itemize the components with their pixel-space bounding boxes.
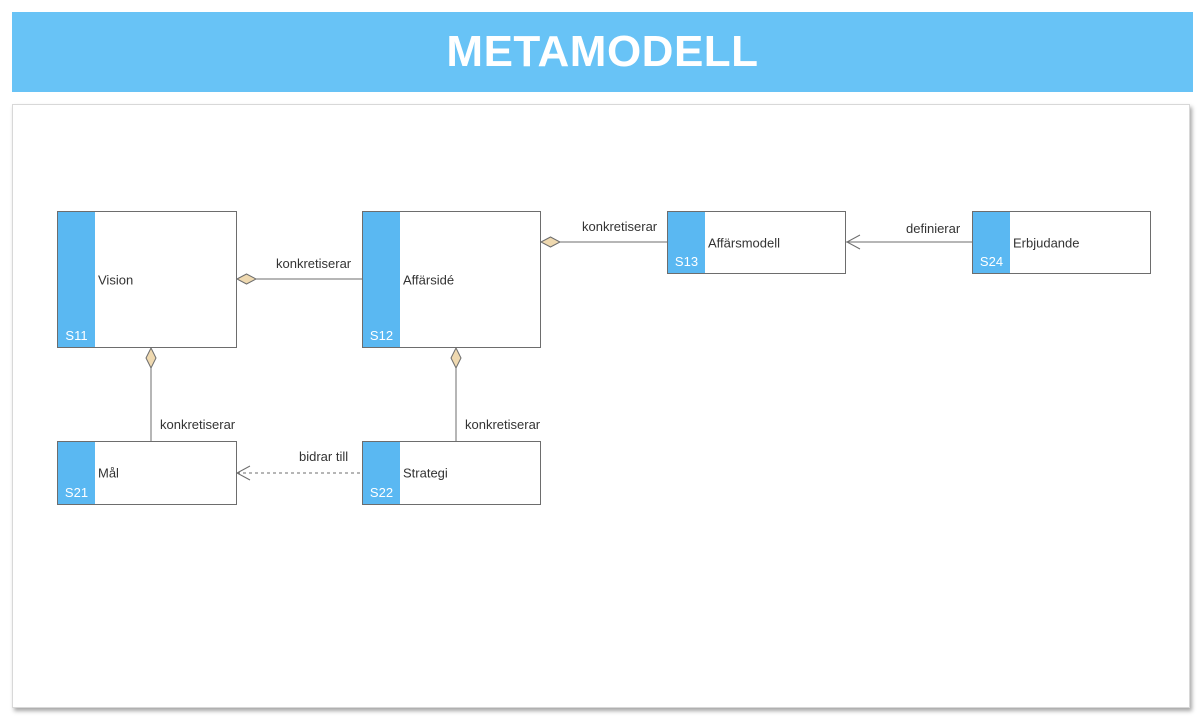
entity-name: Mål <box>98 465 119 481</box>
entity-color-bar <box>668 212 705 273</box>
entity-affarsmodell[interactable]: S13 Affärsmodell <box>667 211 846 274</box>
entity-vision[interactable]: S11 Vision <box>57 211 237 348</box>
entity-color-bar <box>58 442 95 504</box>
entity-name: Erbjudande <box>1013 235 1080 250</box>
relation-label-affarside-affarsmodell: konkretiserar <box>582 219 658 234</box>
relation-label-affarside-strategi: konkretiserar <box>465 417 541 432</box>
diagram-canvas <box>12 104 1190 708</box>
header-banner: METAMODELL <box>12 12 1193 92</box>
entity-code: S11 <box>65 328 88 343</box>
relation-label-erbjudande-affarsmodell: definierar <box>906 221 961 236</box>
entity-erbjudande[interactable]: S24 Erbjudande <box>972 211 1151 274</box>
entity-code: S13 <box>674 254 699 269</box>
relation-label-vision-affarside: konkretiserar <box>276 256 352 271</box>
entity-color-bar <box>58 212 95 347</box>
open-arrowhead-icon <box>845 234 861 250</box>
entity-name: Vision <box>98 272 134 287</box>
open-arrowhead-icon <box>235 465 251 481</box>
entity-affarside[interactable]: S12 Affärsidé <box>362 211 541 348</box>
aggregation-diamond-icon <box>235 273 258 285</box>
entity-code: S24 <box>979 254 1004 269</box>
entity-code: S22 <box>369 485 394 500</box>
entity-color-bar <box>973 212 1010 273</box>
entity-name: Affärsidé <box>403 272 455 287</box>
entity-code: S12 <box>369 328 394 343</box>
aggregation-diamond-icon <box>450 346 462 370</box>
relation-label-vision-mal: konkretiserar <box>160 417 236 432</box>
aggregation-diamond-icon <box>539 236 562 248</box>
relation-label-strategi-mal: bidrar till <box>299 449 349 464</box>
entity-code: S21 <box>64 485 89 500</box>
entity-color-bar <box>363 212 400 347</box>
entity-name: Strategi <box>403 465 448 481</box>
page-title: METAMODELL <box>446 27 759 76</box>
entity-strategi[interactable]: S22 Strategi <box>362 441 541 505</box>
aggregation-diamond-icon <box>145 346 157 370</box>
entity-mal[interactable]: S21 Mål <box>57 441 237 505</box>
entity-name: Affärsmodell <box>708 235 781 250</box>
entity-color-bar <box>363 442 400 504</box>
